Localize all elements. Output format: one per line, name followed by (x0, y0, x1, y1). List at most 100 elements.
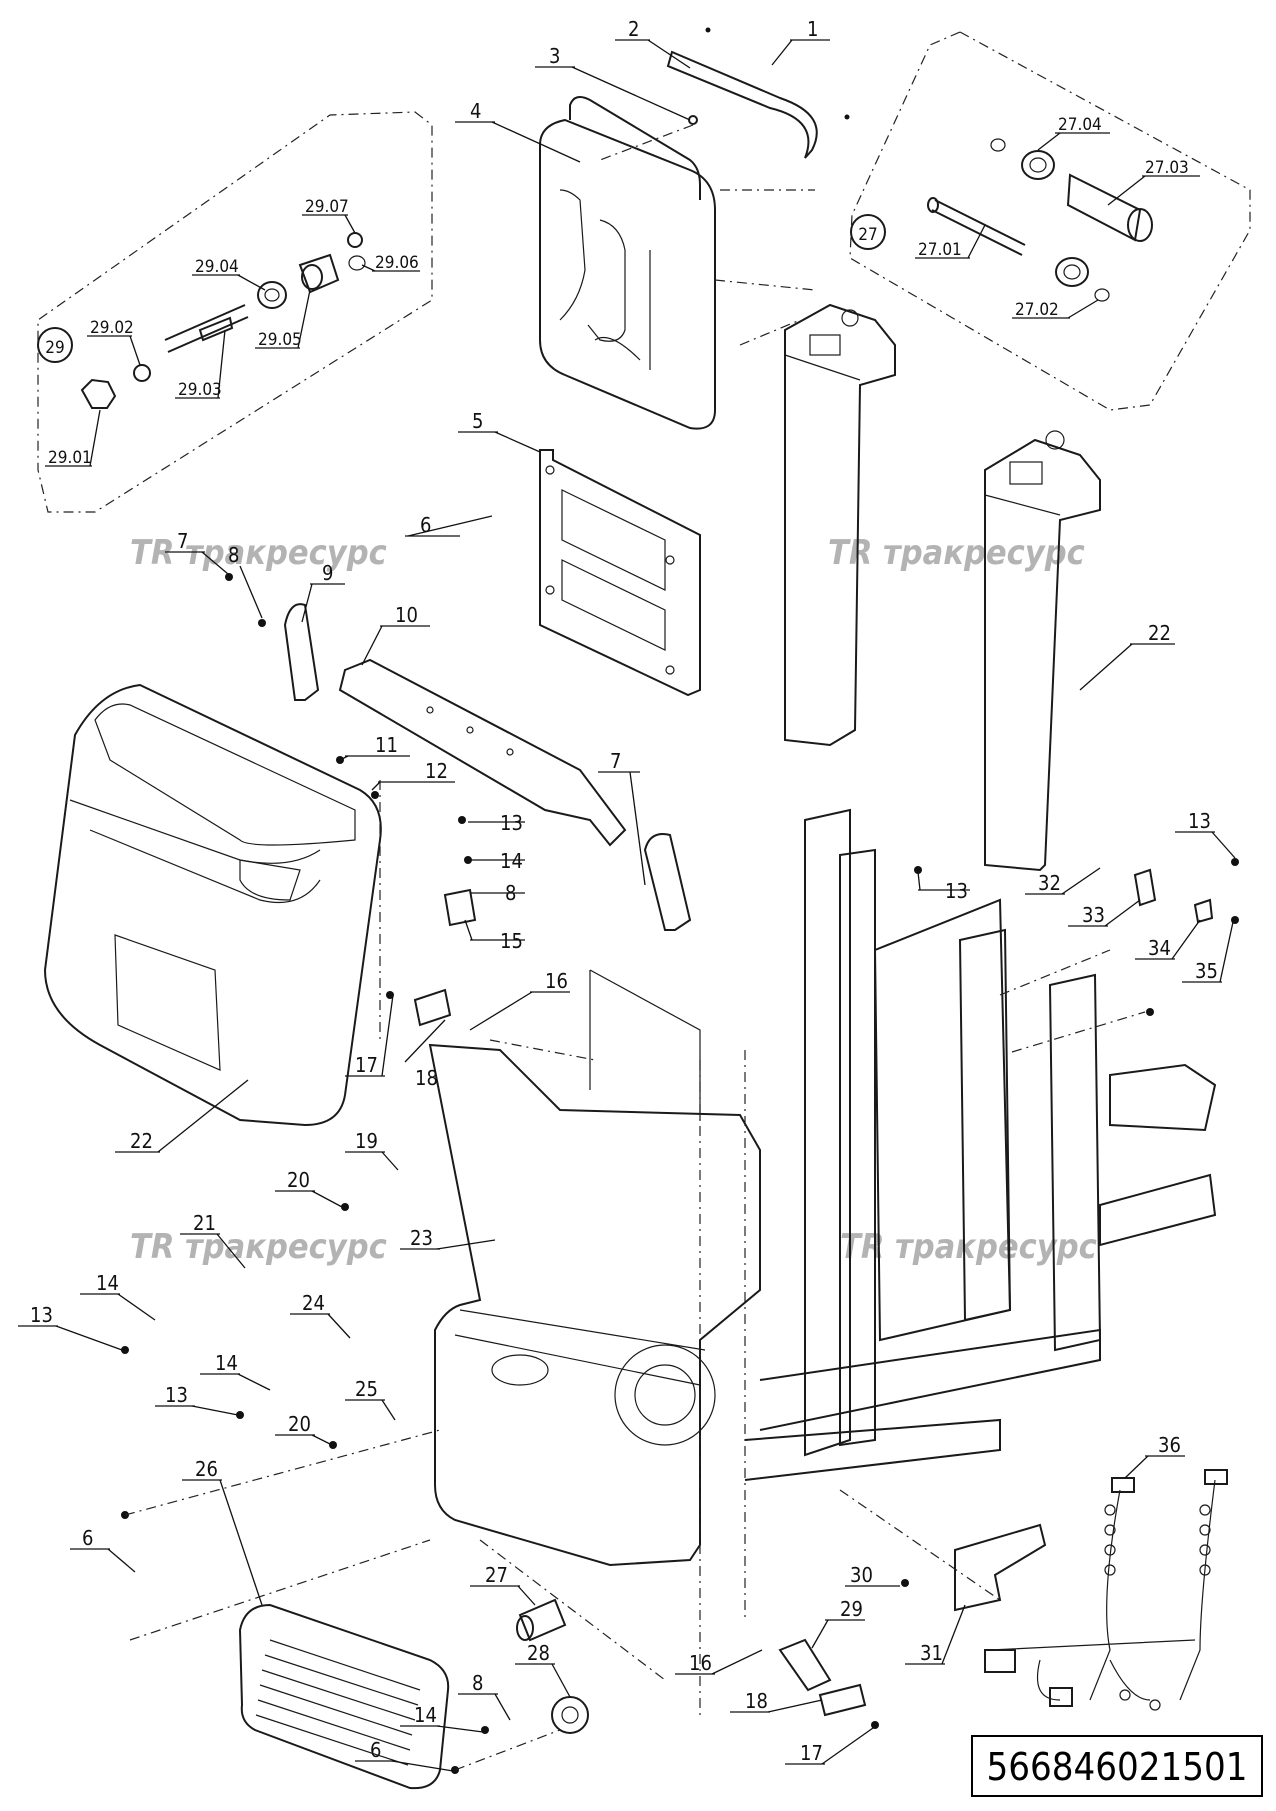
callout-14d: 14 (400, 1703, 484, 1733)
watermark-2: TR тракресурс (828, 533, 1085, 573)
drawing-number-box: 566846021501 (971, 1735, 1263, 1797)
svg-text:13: 13 (500, 811, 523, 835)
svg-text:5: 5 (472, 409, 483, 433)
svg-text:23: 23 (410, 1226, 433, 1250)
top-cover-plate (599, 27, 850, 161)
bracket-15 (443, 888, 477, 927)
svg-text:29: 29 (45, 338, 64, 358)
crossbeam (338, 658, 627, 847)
svg-text:20: 20 (287, 1168, 310, 1192)
svg-text:7: 7 (177, 529, 188, 553)
svg-text:17: 17 (800, 1741, 823, 1765)
callout-17a: 17 (345, 994, 394, 1077)
svg-text:8: 8 (228, 543, 239, 567)
svg-text:16: 16 (545, 969, 568, 993)
callout-14c: 14 (200, 1351, 271, 1391)
pillar-cover-left (784, 303, 896, 747)
horn-28 (551, 1696, 589, 1734)
svg-text:26: 26 (195, 1457, 218, 1481)
callout-22a: 22 (115, 1079, 249, 1153)
callout-11: 11 (339, 733, 410, 761)
callout-23: 23 (400, 1226, 496, 1250)
svg-text:6: 6 (420, 513, 431, 537)
svg-text:29: 29 (840, 1597, 863, 1621)
battery-cover (539, 95, 716, 430)
callout-8b: 8 (470, 881, 525, 905)
main-frame (428, 969, 761, 1567)
callout-13b: 13 (18, 1303, 123, 1351)
callout-13a: 13 (468, 811, 525, 835)
svg-text:14: 14 (500, 849, 523, 873)
detail-27-group: 27 27.04 27.03 27.01 27.02 (849, 31, 1251, 411)
svg-text:18: 18 (745, 1689, 768, 1713)
svg-text:32: 32 (1038, 871, 1061, 895)
watermark-1: TR тракресурс (130, 533, 387, 573)
svg-text:27.04: 27.04 (1058, 115, 1102, 135)
svg-text:14: 14 (414, 1703, 437, 1727)
callout-20a: 20 (275, 1168, 343, 1208)
svg-text:TR: TR (828, 533, 872, 573)
callout-10: 10 (361, 603, 430, 666)
svg-text:13: 13 (30, 1303, 53, 1327)
svg-text:18: 18 (415, 1066, 438, 1090)
callout-29: 29 (811, 1597, 865, 1649)
svg-text:TR: TR (130, 1227, 174, 1267)
svg-text:29.06: 29.06 (375, 253, 419, 273)
callout-34: 34 (1135, 919, 1201, 960)
svg-text:29.07: 29.07 (305, 197, 349, 217)
callout-1: 1 (771, 17, 830, 66)
callout-14a: 14 (470, 849, 525, 873)
svg-text:тракресурс: тракресурс (185, 533, 387, 573)
fasteners (121, 573, 1239, 1774)
svg-text:11: 11 (375, 733, 398, 757)
callout-26: 26 (182, 1457, 263, 1606)
callout-27: 27 (470, 1563, 536, 1606)
svg-text:27.03: 27.03 (1145, 158, 1189, 178)
callout-2: 2 (615, 17, 691, 69)
front-panel-cover (43, 683, 382, 1127)
callout-13d: 13 (917, 871, 970, 903)
callout-14b: 14 (80, 1271, 156, 1321)
callout-24: 24 (290, 1291, 351, 1339)
svg-text:10: 10 (395, 603, 418, 627)
callout-15: 15 (464, 919, 525, 953)
svg-text:29.05: 29.05 (258, 330, 302, 350)
callout-21: 21 (180, 1211, 246, 1269)
callout-4: 4 (455, 99, 581, 163)
svg-text:24: 24 (302, 1291, 325, 1315)
svg-text:30: 30 (850, 1563, 873, 1587)
svg-text:6: 6 (82, 1526, 93, 1550)
assembly-lines (124, 189, 1146, 1771)
svg-text:29.01: 29.01 (48, 448, 92, 468)
callout-8a: 8 (228, 543, 263, 619)
callout-28: 28 (515, 1641, 571, 1698)
callout-9: 9 (301, 561, 345, 623)
callout-20b: 20 (275, 1412, 333, 1446)
svg-text:14: 14 (215, 1351, 238, 1375)
svg-text:29.02: 29.02 (90, 318, 134, 338)
callout-17b: 17 (785, 1727, 874, 1765)
svg-text:2: 2 (628, 17, 639, 41)
watermark-3: TR тракресурс (130, 1227, 387, 1267)
svg-text:TR: TR (130, 533, 174, 573)
svg-text:6: 6 (370, 1738, 381, 1762)
detail-29-group: 29 29.07 29.04 29.06 29.02 29.05 29.03 2… (37, 111, 433, 513)
svg-text:27: 27 (485, 1563, 508, 1587)
mounting-plate (539, 449, 701, 697)
drawing-number: 566846021501 (987, 1745, 1248, 1789)
callout-18b: 18 (730, 1689, 823, 1713)
svg-text:7: 7 (610, 749, 621, 773)
svg-text:31: 31 (920, 1641, 943, 1665)
watermark-4: TR тракресурс (840, 1227, 1097, 1267)
callout-6c: 6 (355, 1738, 454, 1772)
svg-text:13: 13 (165, 1383, 188, 1407)
callout-7a: 7 (165, 529, 229, 575)
svg-text:8: 8 (472, 1671, 483, 1695)
callout-32: 32 (1025, 867, 1101, 895)
callout-16a: 16 (469, 969, 570, 1031)
svg-text:22: 22 (1148, 621, 1171, 645)
svg-text:17: 17 (355, 1053, 378, 1077)
callout-7b: 7 (598, 749, 646, 886)
